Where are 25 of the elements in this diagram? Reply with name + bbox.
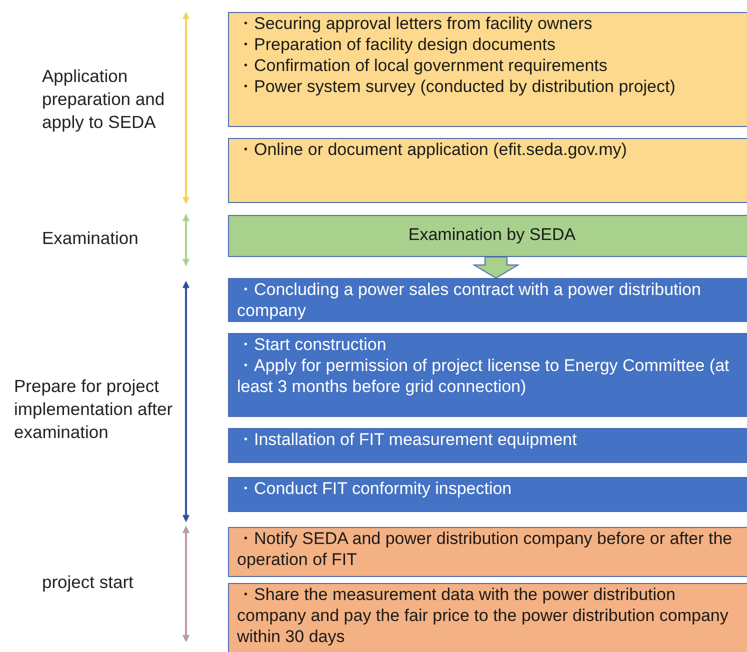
task-box (228, 12, 747, 127)
task-item: ・Online or document application (efit.seda.gov.my) (237, 139, 628, 160)
task-item: ・Preparation of facility design documents (237, 34, 556, 55)
task-item: ・Start construction (237, 334, 388, 355)
task-item: ・Securing approval letters from facility owners (237, 13, 594, 34)
task-item: ・Conduct FIT conformity inspection (237, 478, 513, 499)
phase-label: Application preparation and apply to SEDA (42, 65, 166, 134)
task-item: ・Power system survey (conducted by distribution project) (237, 76, 676, 97)
block-arrow (472, 256, 520, 279)
phase-label: Examination (42, 227, 140, 250)
task-item: ・Installation of FIT measurement equipment (237, 429, 578, 450)
task-item: ・Apply for permission of project license to Energy Committee (at least 3 months before grid connection) (237, 355, 730, 397)
step-title: Examination by SEDA (407, 224, 577, 245)
task-box (228, 428, 747, 463)
task-item: ・Share the measurement data with the power distribution company and pay the fair price to the power distribution company within 30 days (237, 584, 730, 647)
task-item: ・Notify SEDA and power distribution company before or after the operation of FIT (237, 528, 734, 570)
phase-label: Prepare for project implementation after examination (14, 375, 174, 444)
task-box (228, 477, 747, 512)
task-item: ・Confirmation of local government requirements (237, 55, 608, 76)
task-box (228, 333, 747, 417)
task-box (228, 138, 747, 203)
step-box (228, 215, 747, 257)
task-box (228, 527, 747, 577)
task-item: ・Concluding a power sales contract with a power distribution company (237, 279, 702, 321)
phase-label: project start (42, 571, 134, 594)
